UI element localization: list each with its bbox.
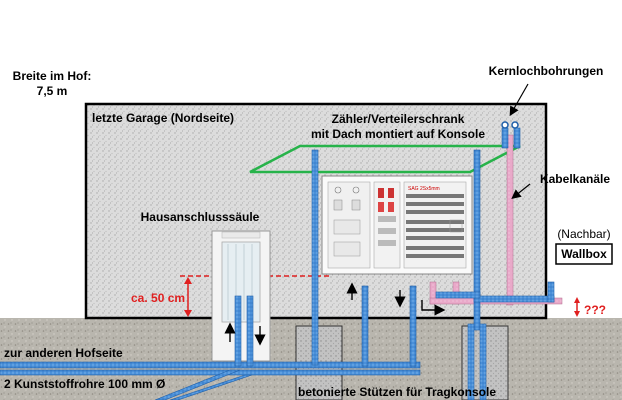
footings-label: betonierte Stützen für Tragkonsole [298, 385, 496, 399]
cabinet-label-1: Zähler/Verteilerschrank [332, 112, 465, 126]
pipes-label: 2 Kunststoffrohre 100 mm Ø [4, 377, 165, 391]
question-label: ??? [584, 303, 606, 317]
flow-arrow-right [421, 300, 446, 316]
wallbox-label: Wallbox [561, 247, 607, 261]
cabinet-tag: SAG 2Sx5mm [408, 186, 440, 192]
house-connection-label: Hausanschlusssäule [141, 210, 260, 224]
height-label: ca. 50 cm [131, 291, 185, 305]
width-label-1: Breite im Hof: [13, 69, 92, 83]
kernloch-label: Kernlochbohrungen [489, 64, 604, 78]
width-label-2: 7,5 m [37, 84, 68, 98]
core-drill-hole [511, 121, 519, 129]
conduit-pipes [0, 127, 555, 400]
wallbox-box [555, 243, 613, 265]
garage-label: letzte Garage (Nordseite) [92, 111, 234, 125]
pointer-kernloch [509, 83, 529, 117]
meter-cabinet: SAG 2Sx5mm [321, 175, 473, 275]
core-drill-hole [501, 121, 509, 129]
neighbor-label: (Nachbar) [557, 227, 610, 241]
cable-duct-label: Kabelkanäle [540, 172, 610, 186]
other-side-label: zur anderen Hofseite [4, 346, 123, 360]
pointer-kabelkanal [511, 183, 531, 199]
cabinet-label-2: mit Dach montiert auf Konsole [311, 127, 485, 141]
